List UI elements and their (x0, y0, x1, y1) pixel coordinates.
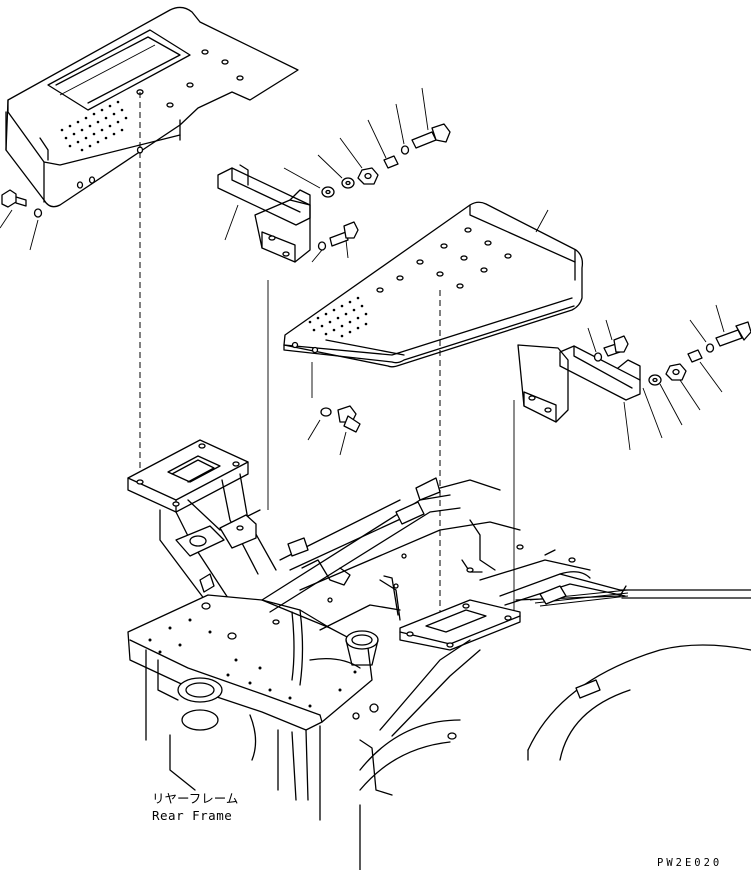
left-hardware-stack (283, 87, 451, 198)
frame-label-jp: リヤーフレーム (152, 791, 238, 806)
right-panel-bolt (307, 405, 361, 456)
left-bracket-bolt (311, 221, 359, 263)
alignment-lines (139, 92, 515, 620)
frame-label-en: Rear Frame (152, 808, 232, 823)
right-cover-panel (283, 201, 584, 368)
rear-frame (127, 439, 751, 871)
drawing-code: PW2E020 (657, 857, 722, 869)
frame-label: リヤーフレーム Rear Frame (152, 791, 238, 823)
right-hardware-stack (587, 304, 751, 439)
right-bracket (517, 344, 641, 451)
left-bracket (217, 164, 311, 263)
left-bolt-and-washer (0, 189, 43, 251)
left-cover-panel (5, 6, 299, 208)
